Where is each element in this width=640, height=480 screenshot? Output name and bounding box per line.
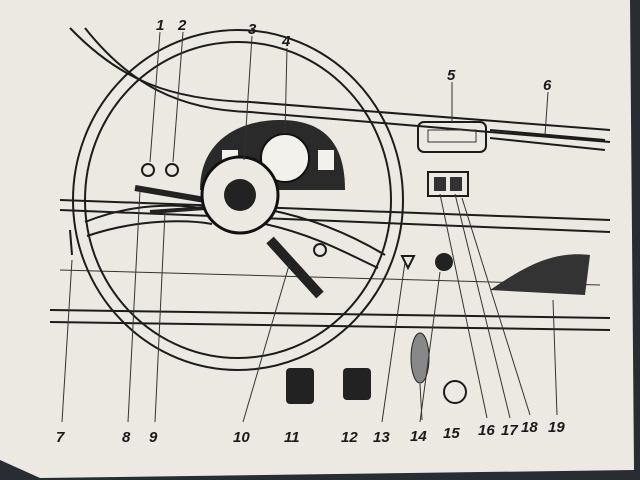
pedal-clutch — [286, 368, 314, 404]
dashboard-top-edge — [69, 27, 611, 131]
item-7 — [69, 229, 73, 256]
pedal-brake — [343, 368, 371, 400]
callout-11: 11 — [284, 429, 300, 446]
leader-lines — [61, 31, 558, 423]
knob-1 — [141, 163, 155, 177]
callout-labels: 1 2 3 4 5 6 7 8 9 10 11 12 13 14 15 16 1… — [56, 17, 565, 446]
switch-right — [450, 177, 462, 191]
speaker-grille — [489, 129, 606, 151]
gauge-right — [318, 150, 334, 170]
dashboard-top-edge-2 — [84, 27, 611, 143]
callout-10: 10 — [233, 429, 250, 446]
steering-wheel-spoke-left — [84, 204, 213, 237]
callout-12: 12 — [341, 429, 358, 446]
callout-19: 19 — [548, 419, 565, 436]
callout-4: 4 — [281, 33, 291, 50]
radio-dial — [427, 129, 477, 143]
steering-column — [266, 236, 324, 299]
callout-16: 16 — [478, 422, 495, 439]
horn-button — [224, 179, 256, 211]
steering-wheel-rim — [72, 29, 404, 371]
switch-panel — [427, 171, 469, 197]
stalk-9 — [149, 206, 206, 214]
switch-left — [434, 177, 446, 191]
floor-line — [49, 309, 611, 319]
knob-2 — [165, 163, 179, 177]
callout-2: 2 — [177, 17, 187, 34]
steering-wheel-rim-inner — [84, 41, 392, 359]
cigarette-lighter — [435, 253, 453, 271]
callout-14: 14 — [410, 428, 427, 445]
callout-9: 9 — [149, 429, 158, 446]
glovebox-grille — [490, 254, 590, 295]
turn-signal-stalk — [134, 185, 206, 203]
callout-7: 7 — [56, 429, 65, 446]
callout-5: 5 — [447, 67, 456, 84]
dashboard-lower-line — [59, 199, 611, 221]
callout-1: 1 — [156, 17, 164, 34]
steering-wheel-spoke-right — [264, 209, 386, 269]
callout-15: 15 — [443, 425, 460, 442]
callout-18: 18 — [521, 419, 538, 436]
ignition-lock — [313, 243, 327, 257]
callout-17: 17 — [501, 422, 518, 439]
callout-13: 13 — [373, 429, 390, 446]
callout-6: 6 — [543, 77, 552, 94]
choke-knob — [443, 380, 467, 404]
callout-3: 3 — [248, 21, 257, 38]
callout-8: 8 — [122, 429, 131, 446]
